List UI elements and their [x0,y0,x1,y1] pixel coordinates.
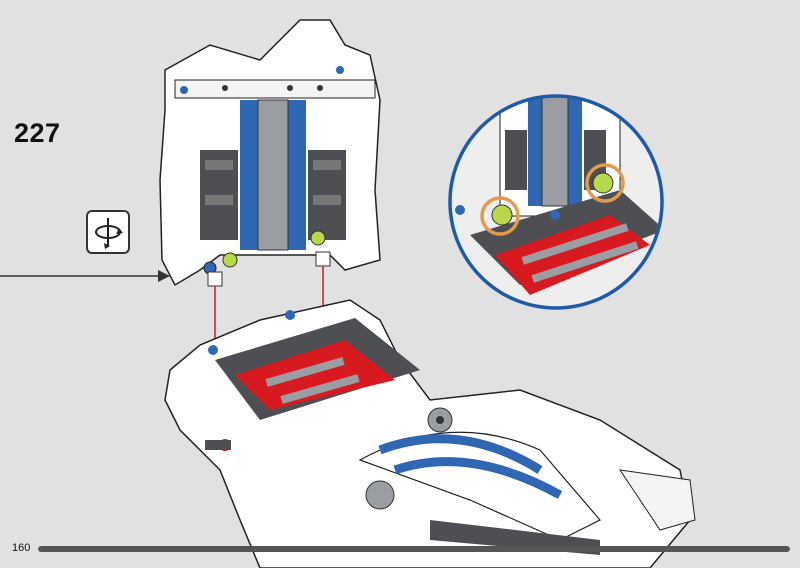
main-model [164,299,696,568]
rotate-model-icon [86,210,130,254]
sub-assembly [159,19,381,287]
magnified-callout [448,94,664,310]
highlight-ring-right [585,163,625,203]
page-number: 160 [12,542,31,554]
progress-bar [38,546,790,552]
pointer-arrow [0,270,170,282]
step-number: 227 [14,118,61,148]
highlight-ring-left [480,196,520,236]
progress-fill [38,546,790,552]
